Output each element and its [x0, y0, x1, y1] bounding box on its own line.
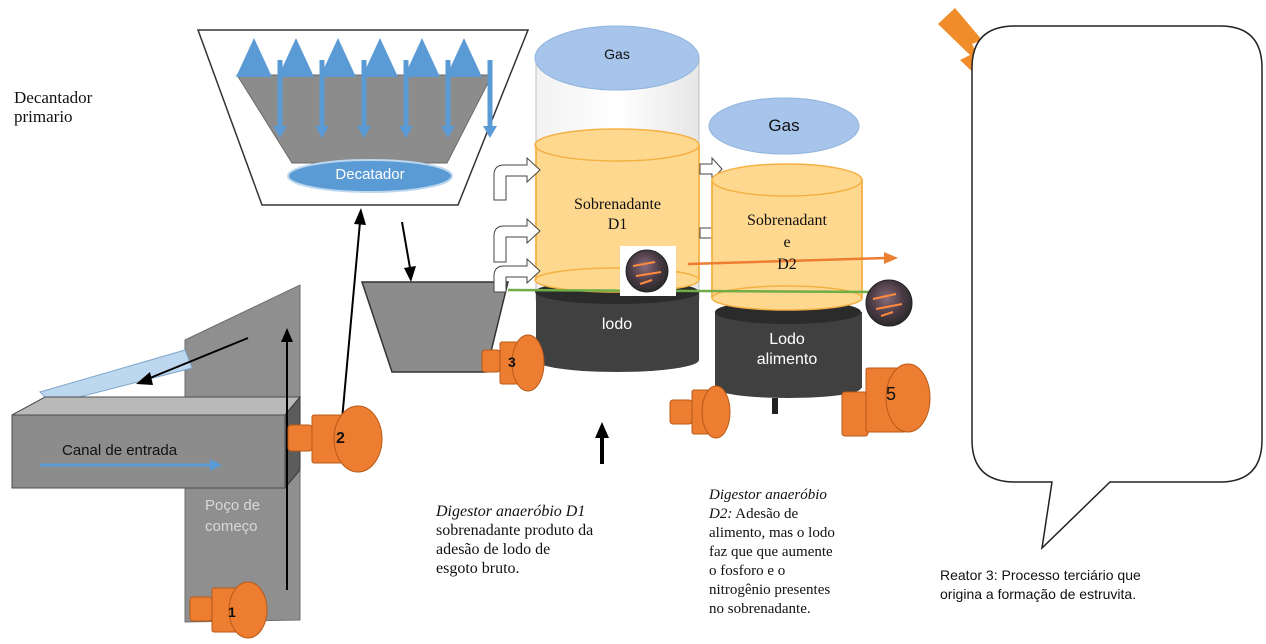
pump-1-number: 1 — [228, 604, 236, 620]
gas-dome-d1 — [534, 25, 700, 91]
decanter-base-label: Decatador — [335, 166, 405, 183]
settling-arrow-head — [273, 126, 287, 138]
pump-3-number: 3 — [508, 354, 516, 370]
settling-arrow-head — [357, 126, 371, 138]
green-flow-line — [507, 288, 881, 294]
settling-triangle — [278, 38, 314, 77]
pump-2 — [287, 405, 383, 473]
digester-d1 — [534, 25, 700, 372]
decanter-base — [287, 159, 453, 193]
settling-triangle — [446, 38, 482, 77]
well-to-channel-arrow — [149, 337, 249, 379]
d2-stand-leg — [772, 398, 778, 414]
pump-5 — [841, 363, 931, 437]
struvite-crystal-d2 — [865, 279, 913, 327]
primary-decanter-label: Decantador primario — [14, 88, 93, 126]
struvite-flow-arrow — [687, 256, 887, 266]
settling-triangle — [236, 38, 272, 77]
supernatant-d1-label: Sobrenadante D1 — [573, 196, 662, 233]
sludge-d2 — [715, 312, 862, 388]
pump-5-number: 5 — [886, 384, 897, 404]
settling-triangle — [320, 38, 356, 77]
pump-3 — [481, 334, 545, 392]
gas-dome-d2 — [708, 97, 860, 155]
sludge-d1-label: lodo — [601, 316, 633, 333]
caption-d1: Digestor anaeróbio D1 sobrenadante produ… — [436, 503, 594, 577]
entry-channel-label: Canal de entrada — [62, 442, 178, 459]
pump-1 — [189, 581, 268, 639]
entry-channel-front — [11, 414, 286, 489]
settling-triangle — [404, 38, 440, 77]
pump-4-unlabeled — [669, 385, 731, 439]
settling-arrow-head — [315, 126, 329, 138]
digester-d2 — [708, 97, 863, 398]
settling-arrow-head — [441, 126, 455, 138]
supernatant-d2 — [711, 179, 863, 299]
entry-well-label: Poço de começo — [205, 497, 261, 535]
supernatant-d2-label: Sobrenadant e D2 — [747, 212, 827, 273]
pump-2-number: 2 — [336, 430, 345, 447]
settling-triangle — [362, 38, 398, 77]
reactor-3-bubble — [971, 25, 1263, 551]
decanter-to-hopper-arrow — [401, 221, 411, 269]
gas-d1-label: Gas — [604, 46, 630, 62]
caption-reactor-3: Reator 3: Processo terciário que origina… — [940, 567, 1141, 602]
gas-d2-label: Gas — [768, 116, 800, 135]
struvite-crystal-d1 — [620, 246, 676, 296]
settling-arrow-head — [483, 126, 497, 138]
sludge-d2-label: Lodo alimento — [756, 331, 818, 368]
caption-d2: Digestor anaeróbio D2: Adesão de aliment… — [709, 487, 835, 617]
d1-inflow-arrows — [493, 156, 541, 293]
pump2-to-decanter-arrow — [341, 221, 361, 421]
inlet-pipe — [39, 349, 193, 405]
entry-channel-top — [11, 396, 302, 416]
settling-arrow-head — [399, 126, 413, 138]
